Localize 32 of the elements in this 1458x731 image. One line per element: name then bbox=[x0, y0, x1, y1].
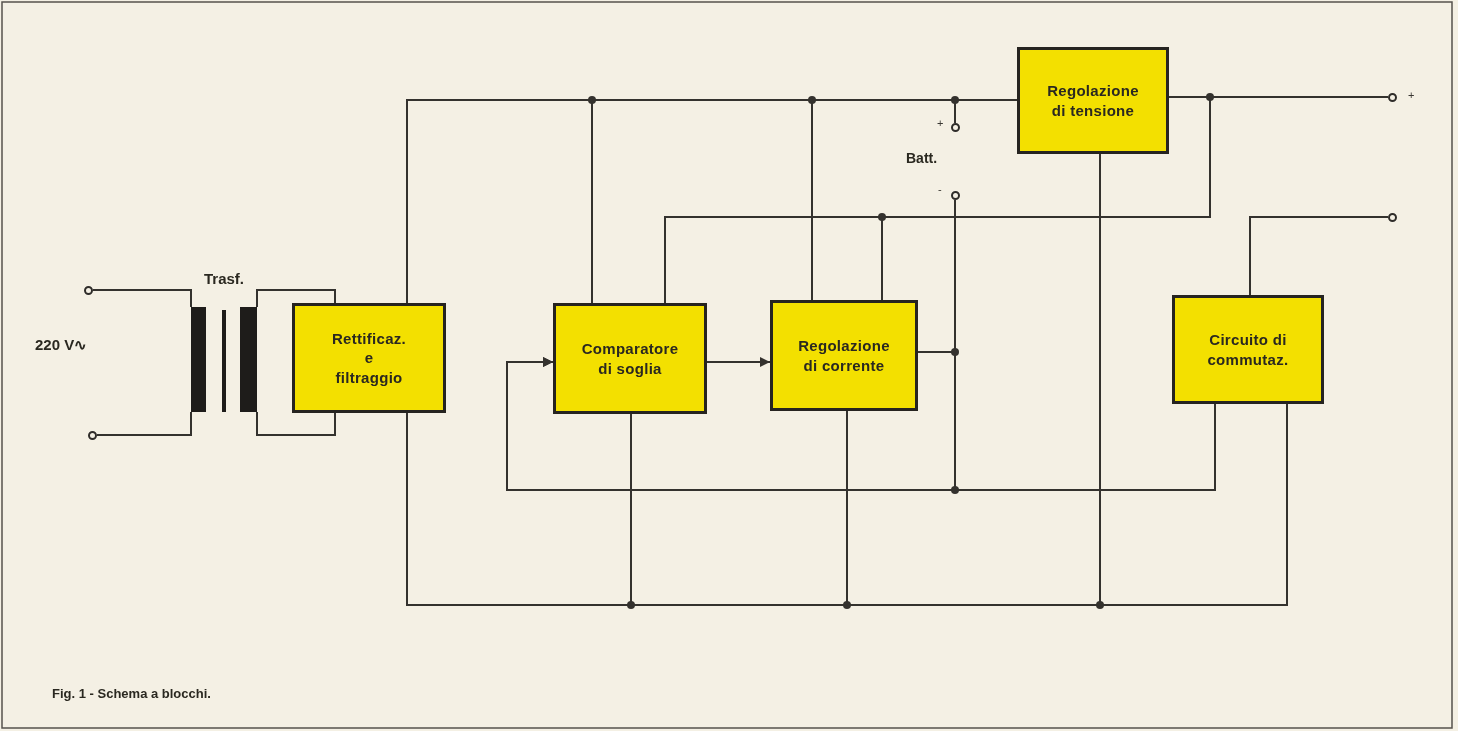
figure-caption: Fig. 1 - Schema a blocchi. bbox=[52, 686, 211, 701]
battery-label: Batt. bbox=[906, 150, 938, 166]
transformer-label: Trasf. bbox=[203, 270, 245, 287]
wire bbox=[259, 412, 336, 436]
process-box bbox=[1172, 295, 1324, 404]
terminal-circle bbox=[1388, 213, 1397, 222]
terminal-circle bbox=[951, 123, 960, 132]
terminal-circle bbox=[88, 431, 97, 440]
block-label: Regolazione di corrente bbox=[798, 336, 890, 375]
arrow bbox=[706, 357, 771, 367]
terminal-circle bbox=[1388, 93, 1397, 102]
polarity-sign: + bbox=[937, 117, 944, 129]
polarity-sign: + bbox=[1408, 89, 1415, 101]
block-label: Regolazione di tensione bbox=[1047, 81, 1139, 120]
wire bbox=[406, 403, 1288, 606]
terminal-circle bbox=[84, 286, 93, 295]
terminal-circle bbox=[951, 191, 960, 200]
process-box bbox=[553, 303, 707, 414]
process-box bbox=[292, 303, 446, 413]
process-box bbox=[1017, 47, 1169, 154]
block-label: Circuito di commutaz. bbox=[1207, 330, 1289, 369]
voltage-label: 220 V∿ bbox=[35, 336, 88, 354]
wire bbox=[881, 96, 1211, 301]
wire bbox=[96, 434, 189, 436]
wire bbox=[1249, 216, 1389, 296]
process-box bbox=[770, 300, 918, 411]
wire bbox=[259, 289, 336, 304]
polarity-sign: - bbox=[938, 183, 942, 195]
block-label: Comparatore di soglia bbox=[581, 339, 679, 378]
arrow bbox=[506, 357, 1216, 491]
wire bbox=[92, 289, 189, 291]
block-label: Rettificaz. e filtraggio bbox=[331, 328, 407, 388]
